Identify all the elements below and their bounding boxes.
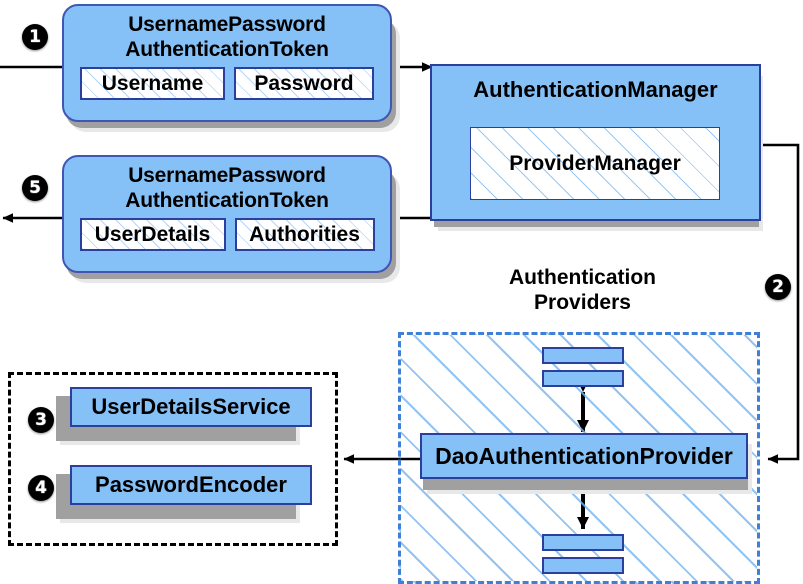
response-token-fields: UserDetails Authorities [79, 218, 375, 251]
request-token-fields: Username Password [80, 67, 374, 100]
provider-placeholder-bar-2[interactable] [542, 370, 624, 387]
password-field[interactable]: Password [234, 67, 374, 100]
request-token-title: UsernamePassword AuthenticationToken [125, 12, 329, 62]
services-group-container [8, 372, 338, 546]
step-badge-5: 5 [22, 175, 48, 201]
manager-to-provider-path [761, 143, 800, 464]
providers-group-label-line2: Providers [534, 291, 631, 314]
step-badge-2: 2 [765, 274, 791, 300]
providers-group-label: Authentication Providers [470, 265, 695, 315]
authorities-field[interactable]: Authorities [234, 218, 375, 251]
passwordencoder-box[interactable]: PasswordEncoder [70, 465, 312, 505]
request-token-card[interactable]: UsernamePassword AuthenticationToken Use… [62, 4, 392, 122]
username-field[interactable]: Username [80, 67, 225, 100]
authentication-manager-title: AuthenticationManager [473, 77, 718, 102]
userdetailsservice-box[interactable]: UserDetailsService [70, 387, 312, 427]
response-token-title-line1: UsernamePassword [128, 164, 326, 187]
step-badge-3: 3 [28, 407, 54, 433]
request-token-title-line2: AuthenticationToken [125, 38, 329, 61]
response-token-title: UsernamePassword AuthenticationToken [125, 163, 329, 213]
response-token-card[interactable]: UsernamePassword AuthenticationToken Use… [62, 155, 392, 273]
provider-manager-box[interactable]: ProviderManager [470, 127, 720, 200]
step-badge-1: 1 [22, 24, 48, 50]
step-badge-4: 4 [28, 475, 54, 501]
provider-placeholder-bar-3[interactable] [542, 534, 624, 551]
userdetails-field[interactable]: UserDetails [79, 218, 226, 251]
response-token-title-line2: AuthenticationToken [125, 189, 329, 212]
providers-group-label-line1: Authentication [509, 266, 656, 289]
authentication-manager-box[interactable]: AuthenticationManager ProviderManager [430, 64, 761, 221]
provider-placeholder-bar-4[interactable] [542, 557, 624, 574]
dao-authentication-provider-box[interactable]: DaoAuthenticationProvider [420, 433, 748, 479]
request-token-title-line1: UsernamePassword [128, 13, 326, 36]
provider-placeholder-bar-1[interactable] [542, 347, 624, 364]
